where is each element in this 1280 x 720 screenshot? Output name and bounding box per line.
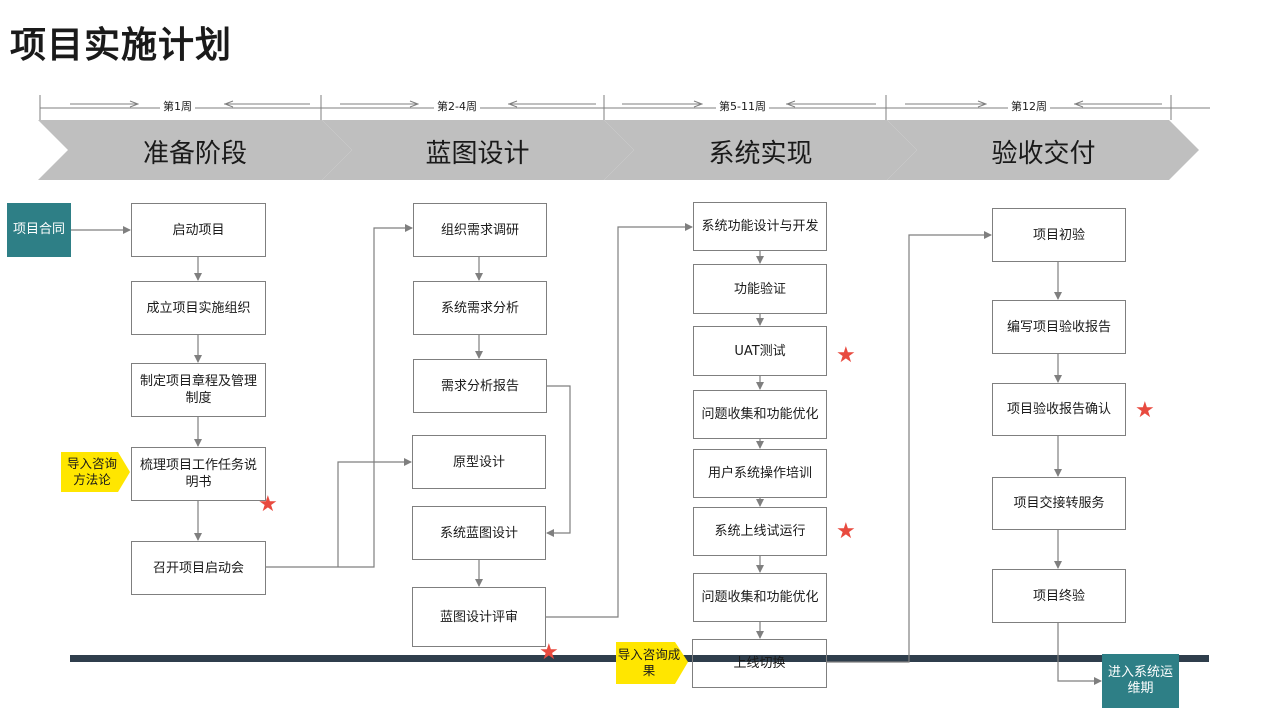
task-kickoff: 召开项目启动会 bbox=[131, 541, 266, 595]
task-trial-run: 系统上线试运行 bbox=[693, 507, 827, 556]
connectors bbox=[71, 223, 1102, 685]
phase-chevron-2 bbox=[322, 120, 634, 180]
contract-box: 项目合同 bbox=[7, 203, 71, 257]
phase-label-4: 验收交付 bbox=[991, 139, 1096, 169]
task-report-confirm: 项目验收报告确认 bbox=[992, 383, 1126, 436]
phase-label-1: 准备阶段 bbox=[142, 139, 247, 169]
page-title: 项目实施计划 bbox=[10, 25, 233, 66]
ops-period-box: 进入系统运维期 bbox=[1102, 654, 1179, 708]
task-issue-collect-2: 问题收集和功能优化 bbox=[693, 573, 827, 622]
task-blueprint: 系统蓝图设计 bbox=[412, 506, 546, 560]
milestone-star-icon: ★ bbox=[258, 492, 278, 517]
tag-results: 导入咨询成果 bbox=[617, 647, 681, 678]
task-requirements-report: 需求分析报告 bbox=[413, 359, 547, 413]
phase-label-2: 蓝图设计 bbox=[425, 139, 530, 169]
phase-label-3: 系统实现 bbox=[708, 139, 813, 169]
tag-results-shape bbox=[616, 642, 688, 684]
task-sow: 梳理项目工作任务说明书 bbox=[131, 447, 266, 501]
week-label-2: 第2-4周 bbox=[434, 98, 480, 114]
task-final-acceptance: 项目终验 bbox=[992, 569, 1126, 623]
task-go-live: 上线切换 bbox=[692, 639, 827, 688]
milestone-star-icon: ★ bbox=[836, 343, 856, 368]
task-requirements-analysis: 系统需求分析 bbox=[413, 281, 547, 335]
week-label-1: 第1周 bbox=[160, 98, 195, 114]
task-blueprint-review: 蓝图设计评审 bbox=[412, 587, 546, 647]
milestone-star-icon: ★ bbox=[836, 519, 856, 544]
week-label-3: 第5-11周 bbox=[716, 98, 769, 114]
task-charter: 制定项目章程及管理制度 bbox=[131, 363, 266, 417]
milestone-star-icon: ★ bbox=[1135, 398, 1155, 423]
phase-chevrons bbox=[38, 120, 1199, 180]
task-start-project: 启动项目 bbox=[131, 203, 266, 257]
task-setup-organization: 成立项目实施组织 bbox=[131, 281, 266, 335]
phase-chevron-4 bbox=[887, 120, 1199, 180]
tag-methodology-shape bbox=[61, 452, 130, 492]
task-handover: 项目交接转服务 bbox=[992, 477, 1126, 530]
task-initial-acceptance: 项目初验 bbox=[992, 208, 1126, 262]
task-acceptance-report: 编写项目验收报告 bbox=[992, 300, 1126, 354]
tag-methodology: 导入咨询方法论 bbox=[66, 456, 117, 487]
task-issue-collect-1: 问题收集和功能优化 bbox=[693, 390, 827, 439]
task-function-verify: 功能验证 bbox=[693, 264, 827, 314]
task-prototype: 原型设计 bbox=[412, 435, 546, 489]
week-label-4: 第12周 bbox=[1008, 98, 1050, 114]
task-function-dev: 系统功能设计与开发 bbox=[693, 202, 827, 251]
task-user-training: 用户系统操作培训 bbox=[693, 449, 827, 498]
task-uat: UAT测试 bbox=[693, 326, 827, 376]
milestone-star-icon: ★ bbox=[539, 640, 559, 665]
phase-chevron-1 bbox=[38, 120, 352, 180]
task-requirements-research: 组织需求调研 bbox=[413, 203, 547, 257]
phase-chevron-3 bbox=[604, 120, 917, 180]
